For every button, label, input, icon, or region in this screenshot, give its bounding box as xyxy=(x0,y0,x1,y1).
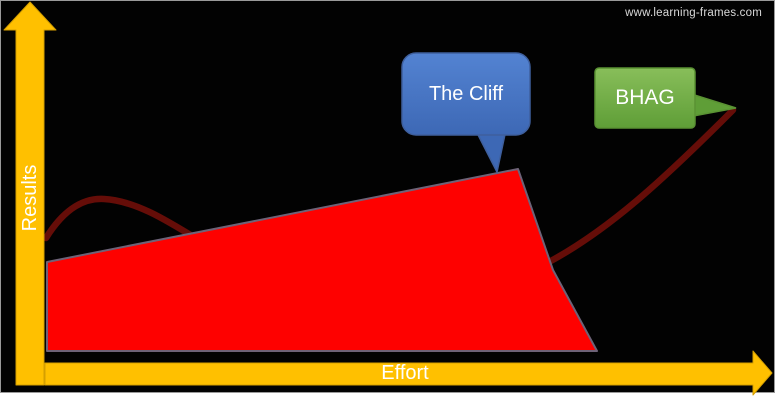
bhag-callout-bubble xyxy=(594,67,696,129)
cliff-wedge-shape xyxy=(46,168,598,352)
y-axis-label: Results xyxy=(19,164,41,232)
cliff-callout-bubble xyxy=(401,52,531,136)
cliff-callout xyxy=(401,52,531,175)
cliff-callout-label: The Cliff xyxy=(428,82,504,105)
x-axis-label: Effort xyxy=(381,362,429,384)
y-axis-arrow xyxy=(3,1,57,386)
bhag-callout-label: BHAG xyxy=(615,86,675,109)
watermark-url: www.learning-frames.com xyxy=(625,7,762,19)
x-axis-arrow xyxy=(44,350,773,396)
bhag-callout xyxy=(594,67,737,129)
